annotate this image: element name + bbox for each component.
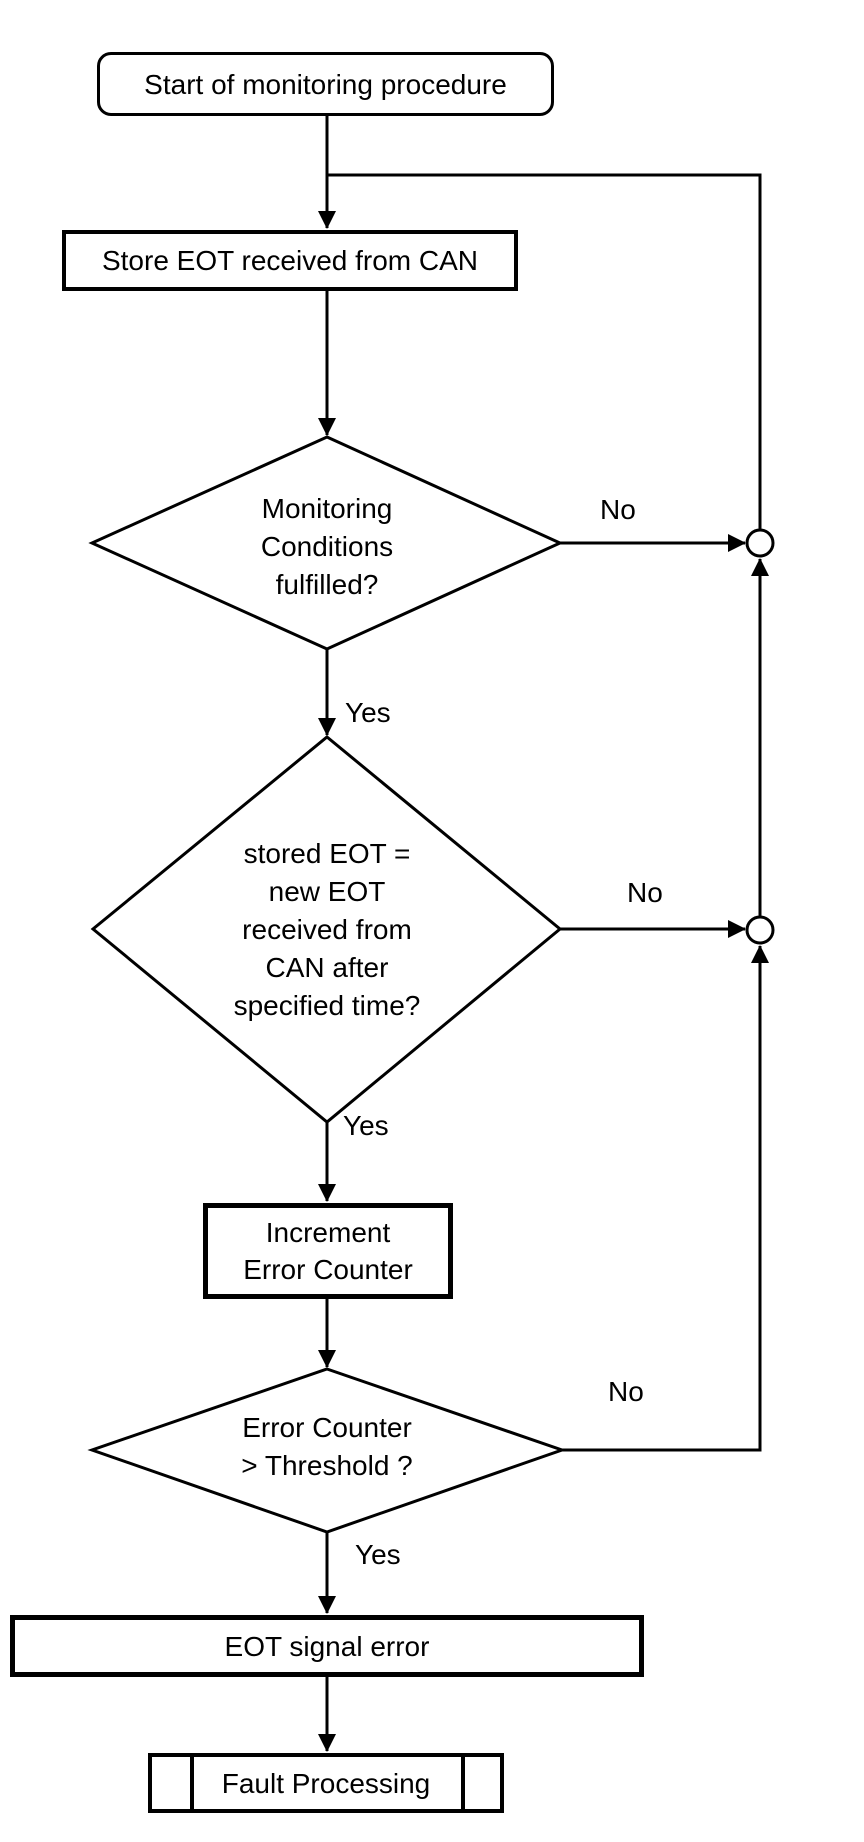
edge-feedback-return <box>327 173 762 530</box>
fault-processing-node: Fault Processing <box>148 1753 504 1813</box>
error-counter-threshold-decision-shape <box>87 1367 567 1534</box>
eot-signal-error-node: EOT signal error <box>10 1615 644 1677</box>
edge-label-threshold-yes: Yes <box>355 1539 401 1570</box>
edge-label-stored-eot-no: No <box>627 877 663 908</box>
stored-eot-compare-decision-shape <box>90 735 563 1124</box>
edge-label-stored-eot-yes: Yes <box>343 1110 389 1141</box>
fault-processing-label: Fault Processing <box>221 1767 431 1799</box>
predefined-process-right-bar <box>461 1757 465 1809</box>
monitoring-conditions-decision-shape <box>88 435 564 651</box>
start-node: Start of monitoring procedure <box>97 52 554 116</box>
predefined-process-left-bar <box>190 1757 194 1809</box>
edge-label-threshold-no: No <box>608 1376 644 1407</box>
increment-error-counter-node: Increment Error Counter <box>203 1203 453 1299</box>
edge-threshold-no <box>560 945 769 1452</box>
junction-circle-1 <box>745 528 775 558</box>
store-eot-node: Store EOT received from CAN <box>62 230 518 291</box>
edge-label-monitoring-no: No <box>600 494 636 525</box>
edge-label-monitoring-yes: Yes <box>345 697 391 728</box>
junction-circle-2 <box>745 915 775 945</box>
